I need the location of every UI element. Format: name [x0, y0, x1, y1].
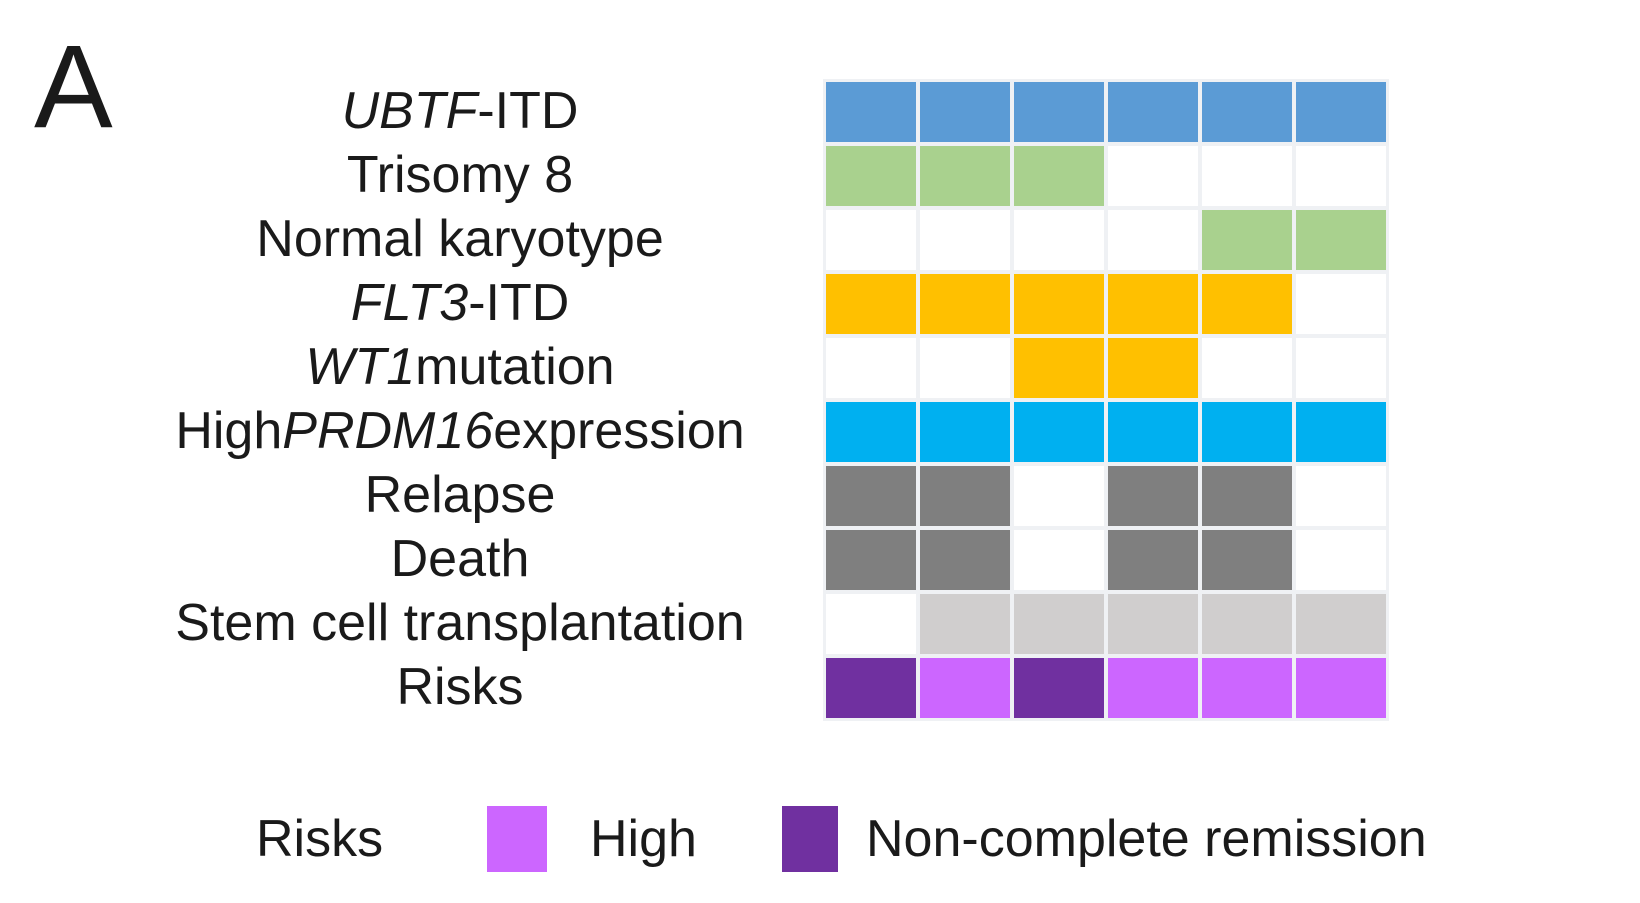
- grid-cell: [826, 82, 916, 142]
- grid-cell: [826, 594, 916, 654]
- grid-cell: [1296, 82, 1386, 142]
- legend: Risks High Non-complete remission: [0, 800, 1640, 878]
- grid-cell: [1108, 82, 1198, 142]
- row-label: Risks: [396, 658, 524, 716]
- grid-cell: [826, 466, 916, 526]
- grid-cell: [1014, 146, 1104, 206]
- grid-cell: [1202, 530, 1292, 590]
- grid-cell: [1202, 146, 1292, 206]
- grid-cell: [1014, 402, 1104, 462]
- grid-cell: [920, 658, 1010, 718]
- grid-cell: [826, 530, 916, 590]
- legend-label-high: High: [590, 810, 697, 868]
- row-label: Death: [390, 530, 530, 588]
- grid-cell: [1202, 82, 1292, 142]
- grid-cell: [826, 210, 916, 270]
- grid-cell: [1202, 658, 1292, 718]
- legend-label-non-complete-remission: Non-complete remission: [866, 810, 1427, 868]
- grid-cell: [920, 274, 1010, 334]
- grid-cell: [1108, 274, 1198, 334]
- row-label: WT1 mutation: [305, 338, 615, 396]
- grid-cell: [920, 210, 1010, 270]
- grid-cell: [1202, 402, 1292, 462]
- row-label: FLT3-ITD: [350, 274, 570, 332]
- grid-cell: [920, 466, 1010, 526]
- grid-cell: [1108, 402, 1198, 462]
- grid-cell: [920, 530, 1010, 590]
- grid-cell: [826, 274, 916, 334]
- grid-cell: [826, 402, 916, 462]
- grid-cell: [1296, 274, 1386, 334]
- panel-label: A: [34, 21, 113, 153]
- grid-cell: [1014, 274, 1104, 334]
- grid-cell: [1296, 338, 1386, 398]
- grid-cell: [920, 82, 1010, 142]
- legend-swatch-non-complete-remission: [782, 806, 838, 872]
- grid-cell: [1296, 530, 1386, 590]
- legend-title: Risks: [256, 810, 384, 868]
- grid-cell: [1108, 210, 1198, 270]
- grid-cell: [1202, 210, 1292, 270]
- grid-cell: [1108, 658, 1198, 718]
- row-label: Normal karyotype: [256, 210, 664, 268]
- grid-cell: [1296, 658, 1386, 718]
- grid-cell: [1296, 466, 1386, 526]
- row-label: Trisomy 8: [346, 146, 574, 204]
- grid-cell: [920, 594, 1010, 654]
- grid-cell: [920, 338, 1010, 398]
- grid-cell: [1014, 658, 1104, 718]
- grid-cell: [826, 338, 916, 398]
- grid-cell: [1014, 338, 1104, 398]
- grid-cell: [1014, 466, 1104, 526]
- grid-cell: [1108, 466, 1198, 526]
- grid-cell: [1108, 338, 1198, 398]
- grid-cell: [826, 658, 916, 718]
- grid-cell: [1296, 210, 1386, 270]
- grid-cell: [1296, 594, 1386, 654]
- grid-cell: [1202, 274, 1292, 334]
- oncoprint-grid: [823, 79, 1389, 721]
- grid-cell: [1014, 594, 1104, 654]
- grid-cell: [1202, 594, 1292, 654]
- grid-cell: [1202, 338, 1292, 398]
- grid-cell: [1202, 466, 1292, 526]
- legend-swatch-high: [487, 806, 547, 872]
- grid-cell: [1108, 530, 1198, 590]
- row-label: Stem cell transplantation: [175, 594, 745, 652]
- grid-cell: [1296, 146, 1386, 206]
- grid-cell: [826, 146, 916, 206]
- grid-cell: [920, 146, 1010, 206]
- grid-cell: [1296, 402, 1386, 462]
- row-label: UBTF-ITD: [341, 82, 579, 140]
- grid-cell: [1014, 530, 1104, 590]
- grid-cell: [1108, 146, 1198, 206]
- grid-cell: [1014, 82, 1104, 142]
- grid-cell: [920, 402, 1010, 462]
- row-label: High PRDM16 expression: [175, 402, 745, 460]
- row-label: Relapse: [364, 466, 556, 524]
- grid-cell: [1014, 210, 1104, 270]
- grid-cell: [1108, 594, 1198, 654]
